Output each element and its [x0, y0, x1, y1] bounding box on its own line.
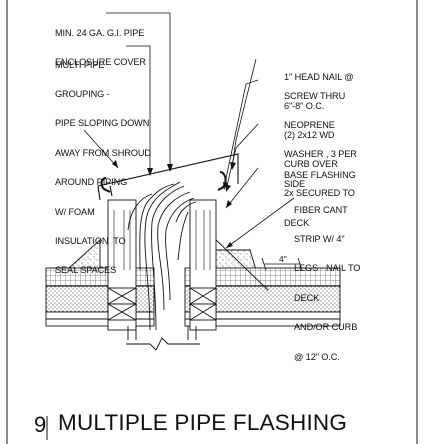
- label-multi-pipe: MULTI PIPE GROUPING - PIPE SLOPING DOWN …: [55, 59, 151, 276]
- break-line: [126, 337, 200, 351]
- left-curb-assembly: [45, 199, 155, 340]
- dimension-label: 4": [279, 254, 287, 264]
- sheet-border: [6, 0, 418, 444]
- label-fiber-cant: FIBER CANT STRIP W/ 4" LEGS - NAIL TO DE…: [294, 204, 361, 362]
- label-wd-curb: (2) 2x12 WD CURB OVER 2x SECURED TO DECK: [284, 129, 355, 228]
- detail-number: 9: [34, 412, 47, 437]
- pipes: [127, 181, 197, 331]
- leader-lines: [83, 12, 303, 271]
- label-enclosure-cover: MIN. 24 GA. G.I. PIPE ENCLOSURE COVER: [55, 27, 146, 67]
- label-screw-thru: SCREW THRU NEOPRENE WASHER , 3 PER SIDE: [284, 90, 357, 189]
- label-base-flashing: BASE FLASHING: [284, 169, 356, 180]
- detail-title: MULTIPLE PIPE FLASHING: [58, 410, 348, 435]
- label-head-nail: 1" HEAD NAIL @ 6"-8" O.C.: [284, 71, 354, 111]
- right-curb-assembly: [184, 199, 341, 340]
- leader-arrows: [112, 160, 236, 248]
